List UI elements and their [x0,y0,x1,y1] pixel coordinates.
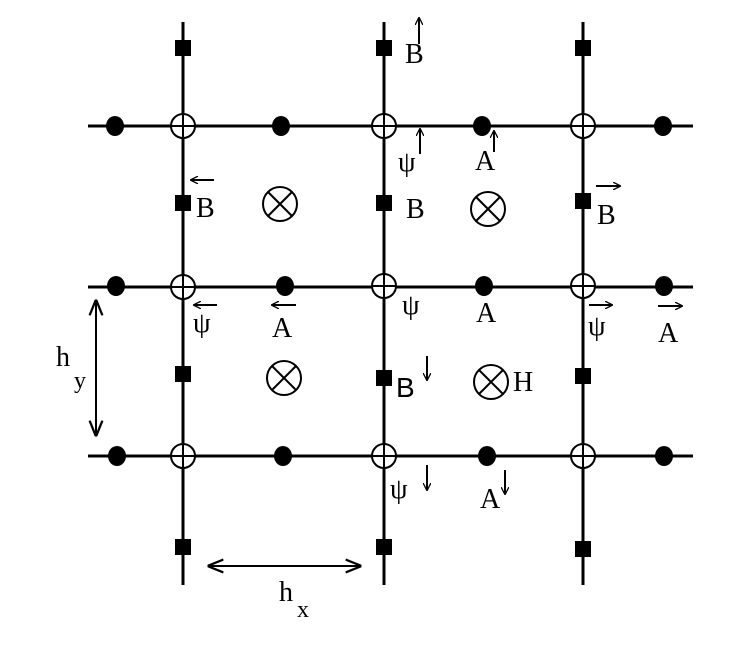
dot-node [475,276,493,296]
circled-x-node [262,186,298,222]
dot-node [478,446,496,466]
square-node [175,40,191,56]
square-node [575,193,591,209]
hy-subscript: y [74,368,86,394]
label-b-up: B [405,39,424,70]
label-a-right: A [658,318,679,349]
label-psi-right: ψ [588,311,606,342]
circled-x-nodes [262,186,509,400]
label-h: H [513,367,533,398]
circled-x-node [473,364,509,400]
dot-node [106,116,124,136]
open-circle-node [371,273,397,299]
dot-node [654,116,672,136]
label-a-down: A [480,484,501,515]
open-circle-node [170,113,196,139]
open-circle-node [371,113,397,139]
circled-x-node [470,191,506,227]
label-a-left: A [272,313,293,344]
square-node [575,541,591,557]
dimension-markers: h y h x [56,301,360,623]
open-circle-node [371,443,397,469]
square-nodes [175,40,591,557]
dot-nodes [106,116,673,466]
label-psi-down: ψ [390,474,408,505]
label-psi-left: ψ [193,308,211,339]
dot-node [655,276,673,296]
open-circle-node [570,443,596,469]
label-a-up: A [475,146,496,177]
dot-node [274,446,292,466]
open-circle-nodes [170,113,596,469]
dot-node [655,446,673,466]
square-node [175,366,191,382]
dot-node [473,116,491,136]
label-psi-up: ψ [398,147,416,178]
node-labels: B ψ A B B B ψ A ψ A ψ A B [191,18,682,515]
label-b-left: B [196,193,215,224]
square-node [575,40,591,56]
circled-x-node [266,360,302,396]
open-circle-node [570,273,596,299]
label-b-right: B [597,200,616,231]
open-circle-node [570,113,596,139]
dot-node [272,116,290,136]
open-circle-node [170,274,196,300]
label-a-center: A [476,298,497,329]
label-b-center: B [406,194,425,225]
label-b-down: B [396,372,415,403]
hx-label: h [279,577,293,608]
dot-node [107,276,125,296]
square-node [175,539,191,555]
hx-subscript: x [297,597,309,623]
square-node [376,195,392,211]
square-node [575,368,591,384]
label-psi-center: ψ [402,290,420,321]
dot-node [276,276,294,296]
square-node [376,370,392,386]
open-circle-node [170,443,196,469]
square-node [376,539,392,555]
square-node [175,195,191,211]
hy-label: h [56,342,70,373]
square-node [376,40,392,56]
dot-node [108,446,126,466]
